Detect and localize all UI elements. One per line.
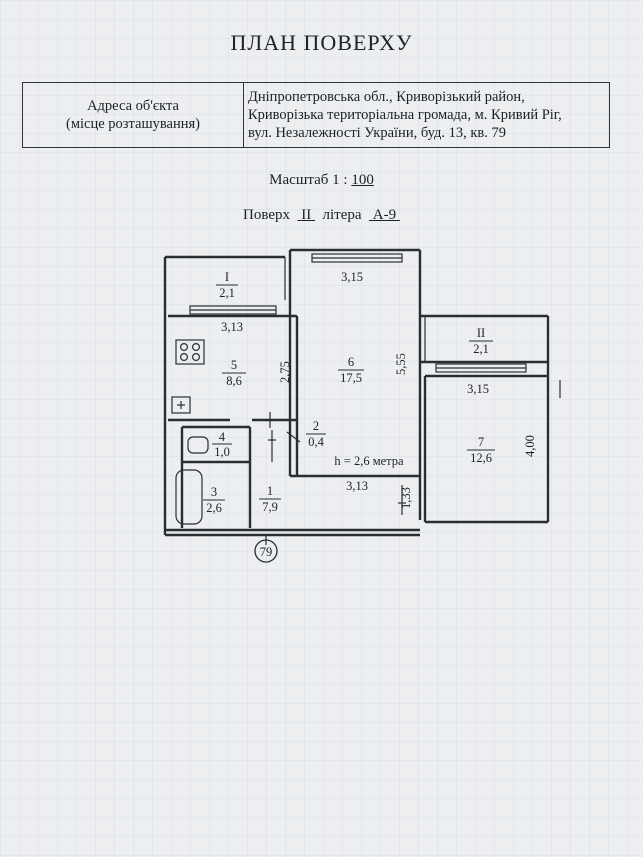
room-2-id: 2 [313,419,319,433]
floor-label: Поверх [243,207,290,223]
room-6-area: 17,5 [340,371,362,385]
plan-windows [189,253,527,373]
floor-value: II [301,207,312,223]
floor-line: Поверх II літера А-9 [243,207,400,224]
room-4-area: 1,0 [214,445,230,459]
page-title: ПЛАН ПОВЕРХУ [230,30,413,55]
room-2-area: 0,4 [308,435,324,449]
address-table: Адреса об'єкта (місце розташування) Дніп… [22,82,610,148]
dim-corridor-length: 1,33 [399,487,413,509]
scale-line: Масштаб 1 : 100 [0,172,643,189]
dim-room6-width: 3,15 [341,270,363,284]
room-7-id: 7 [478,435,484,449]
address-label-note: (місце розташування) [66,116,200,132]
dim-room6-length: 5,55 [394,353,408,375]
room-I-area: 2,1 [219,286,235,300]
address-line-1: Дніпропетровська обл., Криворізький райо… [248,89,525,105]
address-value-cell: Дніпропетровська обл., Криворізький райо… [243,82,610,148]
dim-kitchen-length: 2,75 [278,361,292,383]
dim-room7-width: 3,15 [467,382,489,396]
scale-label: Масштаб 1 : [269,172,348,188]
plan-fixtures [171,339,561,525]
litera-value: А-9 [372,207,397,223]
address-line-3: вул. Незалежності України, буд. 13, кв. … [248,125,507,141]
dimension-labels: 3,13 2,75 3,15 5,55 3,15 4,00 3,13 1,33 … [221,270,537,509]
room-7-area: 12,6 [470,451,492,465]
address-line-2: Криворізька територіальна громада, м. Кр… [248,107,562,123]
room-3-id: 3 [211,485,217,499]
apartment-number-badge: 79 [254,535,278,563]
room-II-area: 2,1 [473,342,489,356]
apartment-number: 79 [260,545,273,559]
dim-kitchen-width: 3,13 [221,320,243,334]
litera-label: літера [322,207,362,223]
room-labels: I 2,1 5 8,6 6 17,5 II 2,1 7 12,6 2 0,4 4… [203,270,495,515]
room-1-area: 7,9 [262,500,278,514]
room-4-id: 4 [219,430,226,444]
room-II-id: II [477,326,485,340]
room-6-id: 6 [348,355,354,369]
room-3-area: 2,6 [206,501,222,515]
room-1-id: 1 [267,484,273,498]
room-5-area: 8,6 [226,374,242,388]
address-label: Адреса об'єкта [87,98,179,114]
plan-walls [163,248,550,537]
room-I-id: I [225,270,229,284]
dim-corridor-width: 3,13 [346,479,368,493]
scale-value: 100 [351,172,374,188]
room-5-id: 5 [231,358,237,372]
address-label-cell: Адреса об'єкта (місце розташування) [22,82,244,148]
dim-room7-length: 4,00 [523,435,537,457]
ceiling-height: h = 2,6 метра [334,454,404,468]
